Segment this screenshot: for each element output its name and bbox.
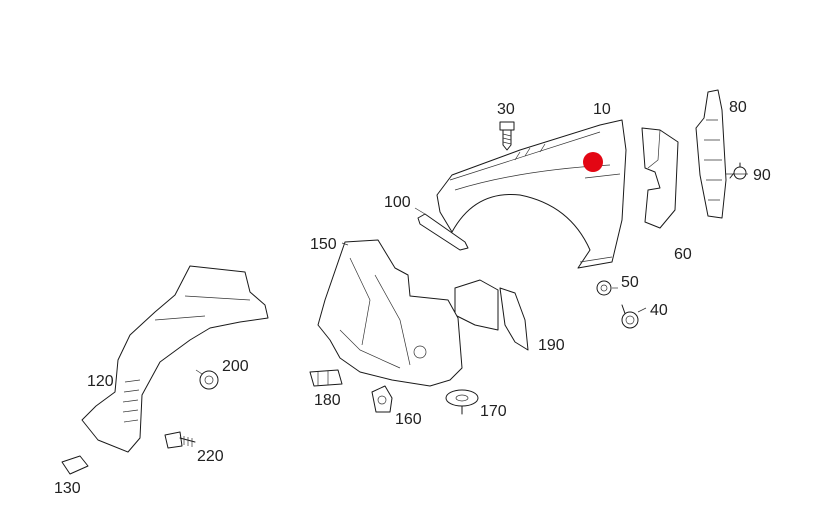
part-50-nut[interactable] [596,280,612,296]
label-200: 200 [222,358,249,375]
label-120: 120 [87,373,114,390]
part-200-grommet[interactable] [199,370,219,390]
part-150-wheel-liner[interactable] [317,239,463,387]
part-130-clip[interactable] [61,455,89,475]
leader-lines [195,173,748,375]
part-80-bracket[interactable] [695,89,727,219]
label-40: 40 [650,302,668,319]
label-10: 10 [593,101,611,118]
label-150: 150 [310,236,337,253]
part-60-insulator[interactable] [641,127,679,229]
part-40-bolt[interactable] [621,304,639,329]
selected-part-marker [583,152,603,172]
label-170: 170 [480,403,507,420]
label-130: 130 [54,480,81,497]
label-60: 60 [674,246,692,263]
part-160-retainer[interactable] [371,385,393,413]
part-10-fender[interactable] [436,119,627,269]
label-100: 100 [384,194,411,211]
part-180-clip[interactable] [309,369,343,387]
label-220: 220 [197,448,224,465]
label-160: 160 [395,411,422,428]
label-50: 50 [621,274,639,291]
label-90: 90 [753,167,771,184]
part-labels: 10 30 40 50 60 80 90 100 120 130 150 160… [54,99,771,497]
part-220-pin[interactable] [164,431,196,449]
part-170-rivet[interactable] [445,389,479,415]
label-80: 80 [729,99,747,116]
label-30: 30 [497,101,515,118]
part-120-wheel-liner[interactable] [81,265,269,453]
label-180: 180 [314,392,341,409]
label-190: 190 [538,337,565,354]
part-190-seal[interactable] [454,279,529,351]
part-90-fastener[interactable] [729,162,747,180]
part-30-screw[interactable] [499,121,515,151]
